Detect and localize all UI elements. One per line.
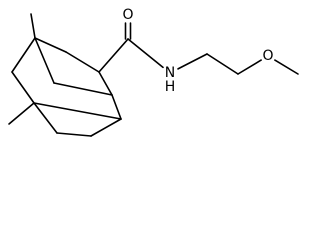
bond-c1-c8: [111, 94, 122, 120]
bond-c6-c7: [56, 132, 92, 137]
bond-c3b-c5: [11, 71, 35, 104]
bond-o-methyl: [274, 59, 299, 75]
bond-c3c-c1: [53, 82, 113, 96]
chemical-structure-diagram: O N H O: [8, 7, 299, 137]
bond-carbonyl-n: [127, 38, 164, 69]
amide-nitrogen-label: N: [165, 65, 175, 81]
bond-c3-c3a: [34, 37, 67, 53]
bond-c7-c8: [90, 118, 122, 137]
bond-c3-c3c: [34, 37, 55, 84]
atom-label-layer: O N H O: [122, 7, 273, 95]
carbonyl-oxygen-label: O: [122, 7, 133, 23]
amide-hydrogen-label: H: [165, 79, 176, 95]
ether-oxygen-label: O: [262, 48, 273, 64]
bond-c5-c6: [33, 102, 58, 134]
bond-c3a-c2: [65, 51, 100, 73]
bond-layer: [8, 13, 299, 137]
bond-n-ethyl: [177, 53, 208, 70]
bond-c5-c8-back: [33, 102, 122, 120]
bond-c3-c3b: [11, 37, 36, 73]
bond-methyl-c3: [30, 13, 36, 39]
bond-c2-carbonyl: [98, 38, 129, 73]
bond-c2-c1: [98, 71, 113, 96]
bond-c5-methyl: [8, 102, 35, 125]
structure-canvas: O N H O: [8, 7, 299, 137]
bond-ethyl-ethyl: [206, 53, 239, 75]
bond-ethyl-o: [237, 59, 262, 75]
